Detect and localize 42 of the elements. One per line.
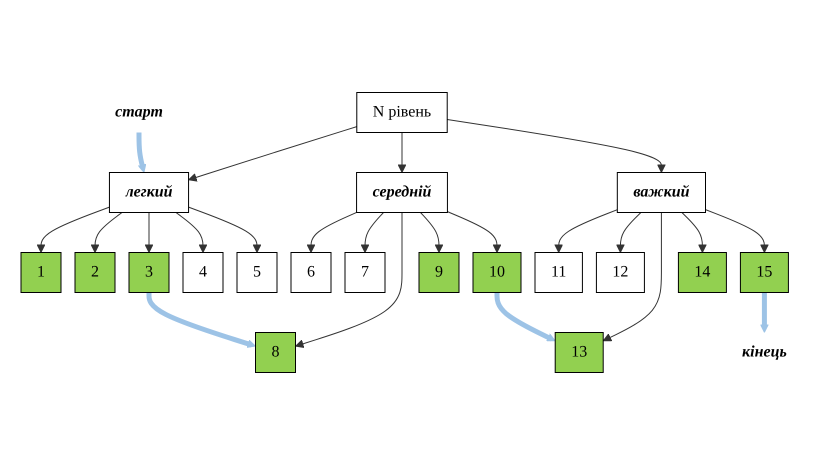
arrow [447, 211, 502, 253]
node-box: 13 [554, 332, 604, 373]
arrow [90, 212, 123, 253]
node-box: N рівень [356, 92, 448, 133]
node-box: 14 [678, 252, 728, 293]
arrow [188, 126, 358, 182]
arrow [705, 209, 769, 253]
arrow [398, 132, 406, 173]
arrow [420, 212, 444, 253]
node-box: 8 [255, 332, 296, 373]
node-box: 1 [20, 252, 62, 293]
arrow [295, 212, 403, 348]
arrow [306, 212, 358, 253]
arrow [188, 206, 262, 253]
arrow [554, 209, 618, 253]
node-box: середній [356, 172, 448, 213]
node-box: 11 [534, 252, 584, 293]
arrow [446, 118, 666, 173]
arrow [616, 212, 642, 253]
node-box: 5 [236, 252, 278, 293]
node-text: кінець [742, 344, 787, 360]
arrow [146, 292, 256, 348]
node-box: важкий [616, 172, 706, 213]
node-box: 10 [472, 252, 522, 293]
node-box: 9 [418, 252, 460, 293]
node-text: старт [115, 104, 163, 120]
node-box: 6 [290, 252, 332, 293]
arrow [36, 206, 110, 253]
arrow [760, 292, 769, 333]
arrow [360, 212, 384, 253]
arrow [682, 212, 707, 253]
node-box: 2 [74, 252, 116, 293]
arrow [602, 212, 662, 342]
node-box: 12 [596, 252, 646, 293]
node-box: 15 [740, 252, 790, 293]
node-box: 3 [128, 252, 170, 293]
arrow [136, 132, 146, 173]
node-box: 7 [344, 252, 386, 293]
arrow [176, 212, 208, 253]
arrow [144, 212, 154, 253]
node-box: 4 [182, 252, 224, 293]
arrow [494, 292, 556, 342]
